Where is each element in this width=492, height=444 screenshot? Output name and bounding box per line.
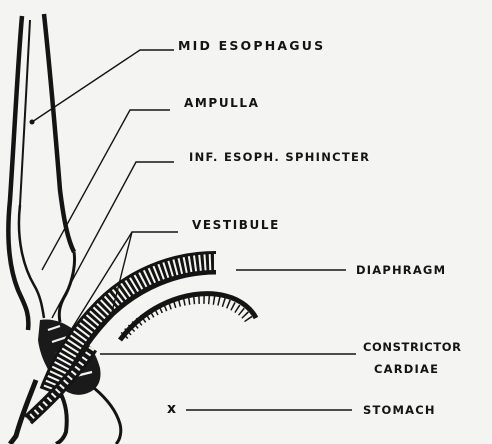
label-mid-esophagus: MID ESOPHAGUS [178, 39, 325, 53]
label-cardiae: CARDIAE [374, 362, 439, 376]
mid-esophagus-pointer-dot [30, 120, 35, 125]
diaphragm-dome-texture [124, 299, 250, 336]
label-inf-esoph-sphincter: INF. ESOPH. SPHINCTER [189, 150, 370, 164]
esophagus-right-wall [44, 14, 74, 252]
ampulla-right-wall [59, 252, 74, 322]
diaphragm-dome [120, 294, 256, 340]
label-stomach: STOMACH [363, 403, 436, 417]
stomach-right-wall [94, 388, 121, 444]
stomach-marker: x [167, 402, 176, 416]
label-vestibule: VESTIBULE [192, 218, 280, 232]
label-ampulla: AMPULLA [184, 96, 260, 110]
esophagus-left-wall [8, 16, 28, 330]
label-diaphragm: DIAPHRAGM [356, 263, 446, 277]
label-constrictor: CONSTRICTOR [363, 340, 462, 354]
